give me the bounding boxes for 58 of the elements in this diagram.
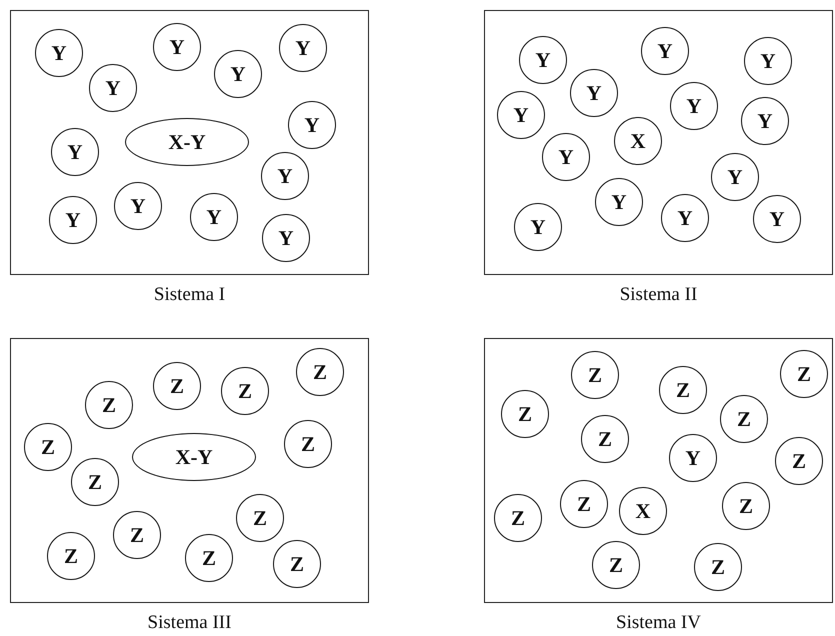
particle-circle: Y	[89, 64, 137, 112]
particle-circle: Z	[185, 534, 233, 582]
particle-circle: Z	[592, 541, 640, 589]
particle-circle: Z	[581, 415, 629, 463]
system-caption: Sistema IV	[615, 612, 702, 634]
particle-circle: Y	[519, 36, 567, 84]
particle-circle: Y	[641, 27, 689, 75]
particle-circle: Y	[51, 128, 99, 176]
particle-circle: Z	[85, 381, 133, 429]
system-caption: Sistema III	[146, 612, 232, 634]
particle-circle: Z	[694, 543, 742, 591]
particle-circle: Z	[71, 458, 119, 506]
particle-circle: Y	[744, 37, 792, 85]
particle-circle: Y	[49, 196, 97, 244]
particle-circle: Y	[753, 195, 801, 243]
particle-circle: Y	[741, 97, 789, 145]
particle-circle: Y	[35, 29, 83, 77]
molecule-ellipse: X-Y	[132, 433, 256, 481]
system-caption: Sistema II	[618, 284, 698, 306]
particle-circle: Y	[542, 133, 590, 181]
particle-circle: X	[619, 487, 667, 535]
molecule-ellipse: X-Y	[125, 118, 249, 166]
particle-circle: Y	[279, 24, 327, 72]
particle-circle: Z	[24, 423, 72, 471]
particle-circle: Y	[190, 193, 238, 241]
system-caption: Sistema I	[152, 284, 226, 306]
particle-circle: Z	[236, 494, 284, 542]
particle-circle: Y	[670, 82, 718, 130]
particle-circle: Z	[47, 532, 95, 580]
particle-circle: Z	[273, 540, 321, 588]
particle-circle: Z	[494, 494, 542, 542]
particle-circle: Y	[514, 203, 562, 251]
particle-circle: Z	[780, 350, 828, 398]
particle-circle: Y	[288, 101, 336, 149]
particle-circle: Z	[560, 480, 608, 528]
particle-circle: Z	[296, 348, 344, 396]
particle-circle: Y	[497, 91, 545, 139]
particle-circle: Y	[262, 214, 310, 262]
particle-circle: Y	[595, 178, 643, 226]
particle-circle: Z	[113, 511, 161, 559]
particle-circle: X	[614, 117, 662, 165]
particle-circle: Z	[221, 367, 269, 415]
particle-circle: Z	[501, 390, 549, 438]
particle-circle: Z	[153, 362, 201, 410]
particle-circle: Y	[214, 50, 262, 98]
particle-circle: Y	[711, 153, 759, 201]
particle-circle: Z	[720, 395, 768, 443]
particle-circle: Z	[659, 366, 707, 414]
particle-circle: Y	[153, 23, 201, 71]
particle-circle: Z	[571, 351, 619, 399]
particle-circle: Z	[284, 420, 332, 468]
particle-circle: Y	[114, 182, 162, 230]
particle-circle: Y	[661, 194, 709, 242]
particle-circle: Z	[775, 437, 823, 485]
particle-circle: Y	[261, 152, 309, 200]
particle-circle: Z	[722, 482, 770, 530]
particle-circle: Y	[669, 434, 717, 482]
particle-circle: Y	[570, 69, 618, 117]
